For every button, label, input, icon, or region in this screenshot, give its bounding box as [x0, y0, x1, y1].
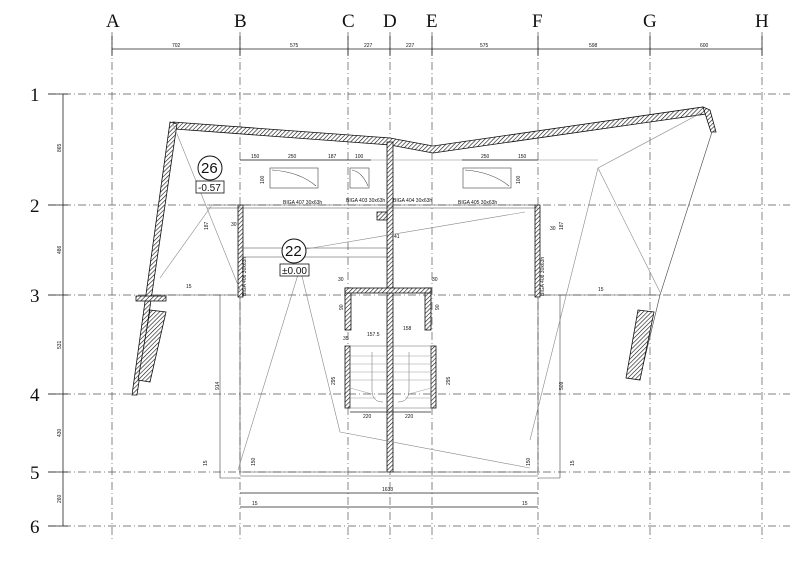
beam-label: BIGA 404 30x63h: [393, 198, 432, 204]
dim-text: 260: [57, 494, 63, 503]
central-staircase: [349, 345, 432, 409]
left-dimension-chain: 865 486 531 430 260: [48, 93, 68, 527]
axis-label-3: 3: [30, 286, 40, 307]
axis-label-5: 5: [30, 463, 40, 484]
beam-label: BIGA 406 30x63h: [242, 257, 248, 296]
dim-text: 30: [231, 222, 237, 228]
axis-label-2: 2: [30, 196, 40, 217]
row-grid-lines: [48, 93, 790, 527]
dim-text: 41: [394, 234, 400, 240]
dim-text: 220: [363, 414, 372, 420]
row-axis-labels: 1 2 3 4 5 6: [30, 85, 40, 538]
axis-label-1: 1: [30, 85, 40, 106]
windows: [269, 167, 512, 189]
right-exterior-stair: [625, 309, 655, 381]
axis-label-B: B: [234, 11, 247, 32]
dim-text: 600: [700, 43, 709, 49]
column-axis-labels: A B C D E F G H: [106, 11, 769, 32]
dim-text: 250: [288, 154, 297, 160]
axis-label-E: E: [426, 11, 438, 32]
dim-text: 220: [405, 414, 414, 420]
dim-text: 35: [343, 336, 349, 342]
dim-text: 15: [203, 460, 209, 466]
dim-text: 100: [516, 175, 522, 184]
beam-label: BIGA 407 30x63h: [283, 200, 322, 206]
dim-text: 150: [251, 154, 260, 160]
dim-text: 531: [57, 340, 63, 349]
level-number: 22: [285, 243, 302, 260]
axis-label-A: A: [106, 11, 120, 32]
axis-label-6: 6: [30, 517, 40, 538]
axis-label-F: F: [532, 11, 543, 32]
level-elevation: -0.57: [198, 183, 221, 194]
dim-text: 150: [518, 154, 527, 160]
dim-text: 295: [331, 376, 337, 385]
dim-text: 250: [481, 154, 490, 160]
axis-label-H: H: [755, 11, 769, 32]
dim-text: 30: [338, 277, 344, 283]
beam-label: BIGA 405 30x63h: [458, 200, 497, 206]
dim-text: 598: [589, 43, 598, 49]
dim-text: 227: [364, 43, 373, 49]
detail-dimensions: 150 250 187 100 250 150 100 100 187 187 …: [186, 154, 604, 508]
dim-text: 90: [435, 304, 441, 310]
dim-text: 157.5: [367, 332, 380, 338]
dim-text: 100: [355, 154, 364, 160]
top-dimension-chain: 702 575 227 227 575 598 600: [111, 36, 763, 56]
dim-text: 187: [328, 154, 337, 160]
dim-text: 30: [550, 226, 556, 232]
axis-label-C: C: [342, 11, 355, 32]
left-exterior-stair: [137, 309, 167, 383]
beam-label: BIGA 403 30x63h: [346, 198, 385, 204]
dim-text: 15: [186, 284, 192, 290]
level-marker-22: 22 ±0.00: [279, 238, 310, 277]
dim-text: 158: [403, 326, 412, 332]
column-grid-lines: [111, 32, 763, 540]
axis-label-G: G: [643, 11, 657, 32]
level-elevation: ±0.00: [282, 266, 307, 277]
dim-text: 187: [559, 221, 565, 230]
dim-text: 187: [204, 221, 210, 230]
dim-text: 295: [446, 376, 452, 385]
dim-text: 150: [251, 457, 257, 466]
dim-text: 430: [57, 428, 63, 437]
dim-text: 15: [598, 287, 604, 293]
beam-labels: BIGA 407 30x63h BIGA 403 30x63h BIGA 404…: [242, 198, 546, 296]
dim-text: 100: [260, 175, 266, 184]
dim-text: 30: [432, 277, 438, 283]
dim-text: 227: [406, 43, 415, 49]
dim-text: 575: [480, 43, 489, 49]
dim-text: 914: [215, 381, 221, 390]
dim-text: 575: [290, 43, 299, 49]
dim-text: 486: [57, 245, 63, 254]
beam-label: BIGA 408 30x63h: [540, 257, 546, 296]
dim-text: 509: [559, 381, 565, 390]
dim-text: 1633: [382, 487, 393, 493]
axis-label-4: 4: [30, 385, 40, 406]
dim-text: 865: [57, 143, 63, 152]
roof-outline: [132, 123, 713, 479]
level-number: 26: [201, 160, 218, 177]
building-outline: [207, 204, 539, 477]
dim-text: 15: [252, 501, 258, 507]
dim-text: 150: [526, 457, 532, 466]
dim-text: 15: [570, 460, 576, 466]
level-marker-26: 26 -0.57: [195, 155, 225, 194]
dim-text: 90: [339, 304, 345, 310]
axis-label-D: D: [383, 11, 397, 32]
dim-text: 702: [172, 43, 181, 49]
dim-text: 15: [522, 501, 528, 507]
